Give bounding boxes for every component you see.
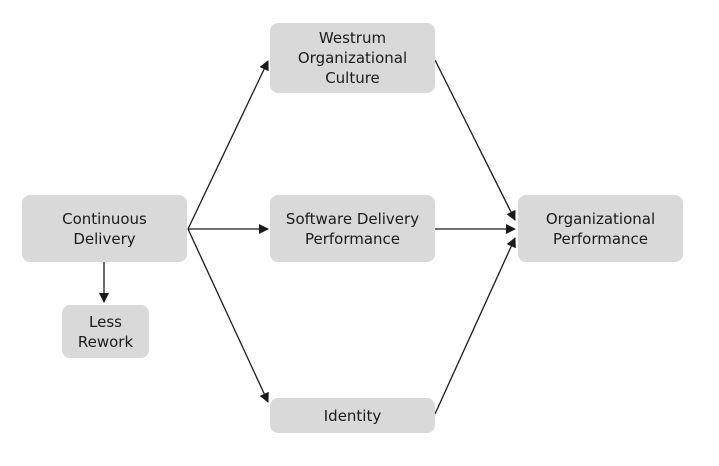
node-software-delivery-performance: Software Delivery Performance bbox=[270, 195, 435, 262]
node-less-rework: Less Rework bbox=[62, 305, 149, 358]
node-westrum-organizational-culture: Westrum Organizational Culture bbox=[270, 23, 435, 93]
edge-cd-to-identity bbox=[187, 228, 269, 403]
node-organizational-performance: Organizational Performance bbox=[518, 195, 683, 262]
edge-westrum-to-org-performance bbox=[434, 59, 516, 221]
edge-cd-to-westrum-culture bbox=[187, 60, 269, 230]
edge-identity-to-org-performance bbox=[434, 237, 516, 415]
node-continuous-delivery: Continuous Delivery bbox=[22, 195, 187, 262]
node-identity: Identity bbox=[270, 398, 435, 433]
